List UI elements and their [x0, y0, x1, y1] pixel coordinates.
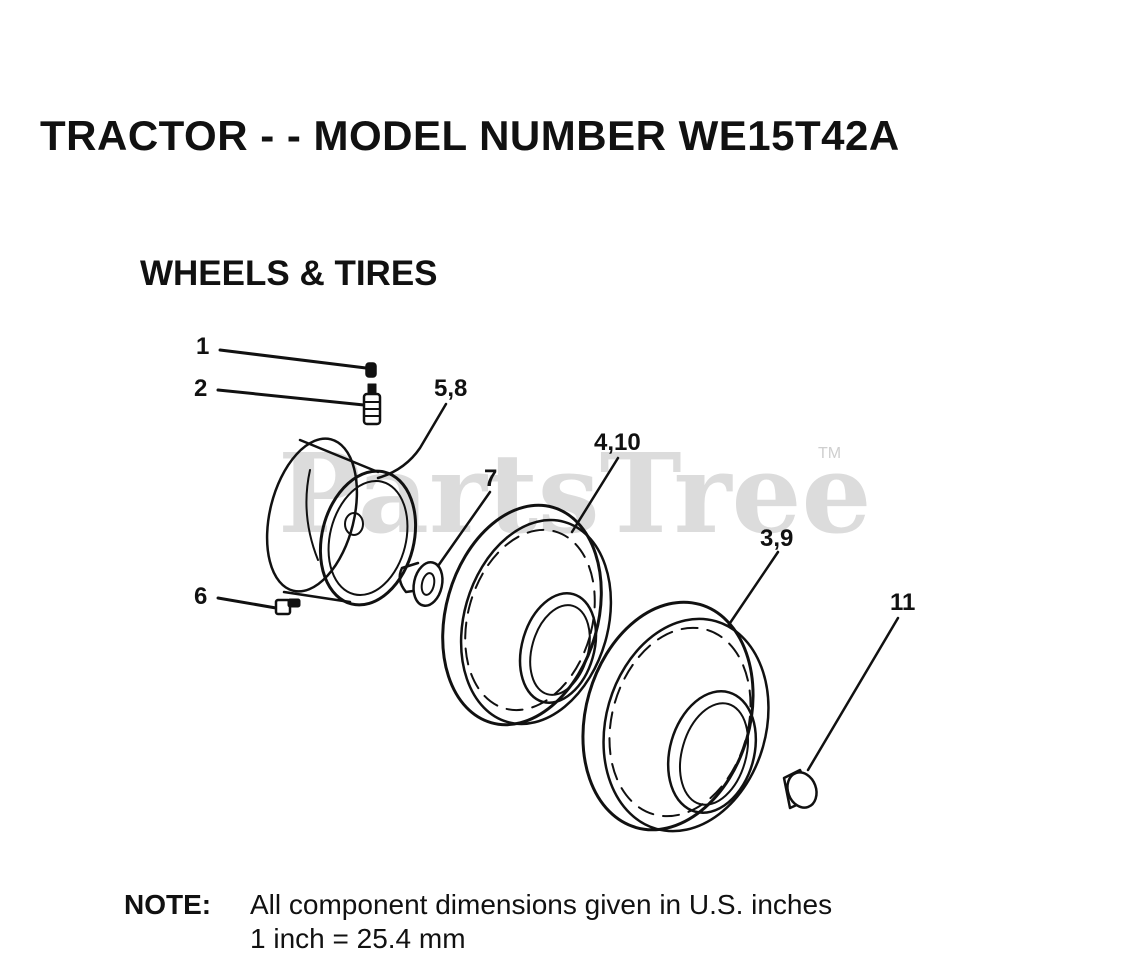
- bolt-part: [216, 596, 301, 616]
- hub-cap-part: [782, 768, 818, 810]
- note-label: NOTE:: [124, 889, 212, 920]
- leader-line-7: [436, 490, 492, 568]
- watermark-trademark: TM: [818, 445, 841, 462]
- callout-11: 11: [890, 589, 915, 616]
- callout-6: 6: [194, 583, 207, 610]
- wheel-rim-part: [265, 437, 418, 607]
- callout-5-8: 5,8: [434, 375, 467, 402]
- leader-line-11: [806, 616, 900, 772]
- callout-1: 1: [196, 333, 209, 360]
- section-subtitle: WHEELS & TIRES: [140, 254, 438, 293]
- tire-part-3-9: [581, 600, 770, 833]
- leader-line-5-8: [376, 402, 448, 480]
- valve-cap-part: [218, 348, 377, 378]
- leader-line-4-10: [570, 456, 620, 534]
- note-line-2: 1 inch = 25.4 mm: [250, 923, 466, 954]
- valve-stem-part: [216, 383, 382, 426]
- callout-4-10: 4,10: [594, 429, 641, 456]
- note-line-1: All component dimensions given in U.S. i…: [250, 889, 833, 920]
- callout-7: 7: [484, 465, 497, 492]
- leader-line-3-9: [726, 550, 780, 628]
- bushing-part: [398, 561, 444, 607]
- watermark-text: PartsTree: [278, 429, 872, 558]
- callout-3-9: 3,9: [760, 525, 793, 552]
- callout-2: 2: [194, 375, 207, 402]
- tire-part-4-10: [441, 503, 613, 727]
- page-title: TRACTOR - - MODEL NUMBER WE15T42A: [40, 112, 900, 159]
